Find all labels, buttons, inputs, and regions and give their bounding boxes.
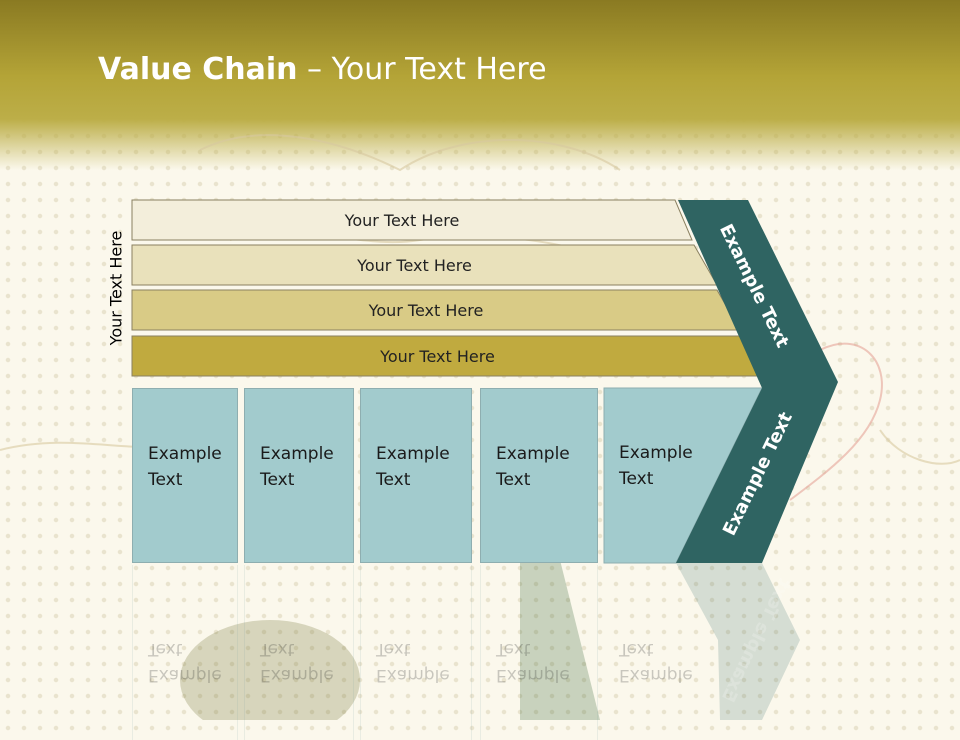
- slide-title: Value Chain – Your Text Here: [98, 52, 547, 87]
- chevron-arrow: [676, 200, 838, 720]
- background-illustration: [0, 134, 960, 720]
